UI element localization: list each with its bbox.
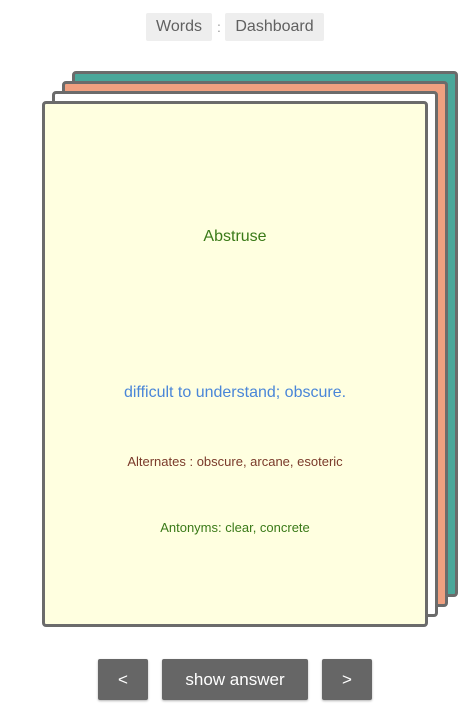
next-button[interactable]: > (322, 659, 372, 700)
card-alternates: Alternates : obscure, arcane, esoteric (127, 454, 343, 469)
show-answer-button[interactable]: show answer (162, 659, 308, 700)
nav-dashboard-link[interactable]: Dashboard (225, 13, 324, 41)
card-antonyms: Antonyms: clear, concrete (160, 520, 310, 535)
previous-button[interactable]: < (98, 659, 148, 700)
card-word: Abstruse (203, 228, 267, 245)
nav-words-link[interactable]: Words (146, 13, 212, 41)
top-nav: Words : Dashboard (0, 13, 476, 41)
nav-separator: : (217, 19, 221, 35)
card-definition: difficult to understand; obscure. (123, 384, 347, 401)
flashcard[interactable]: Abstruse difficult to understand; obscur… (42, 101, 428, 627)
